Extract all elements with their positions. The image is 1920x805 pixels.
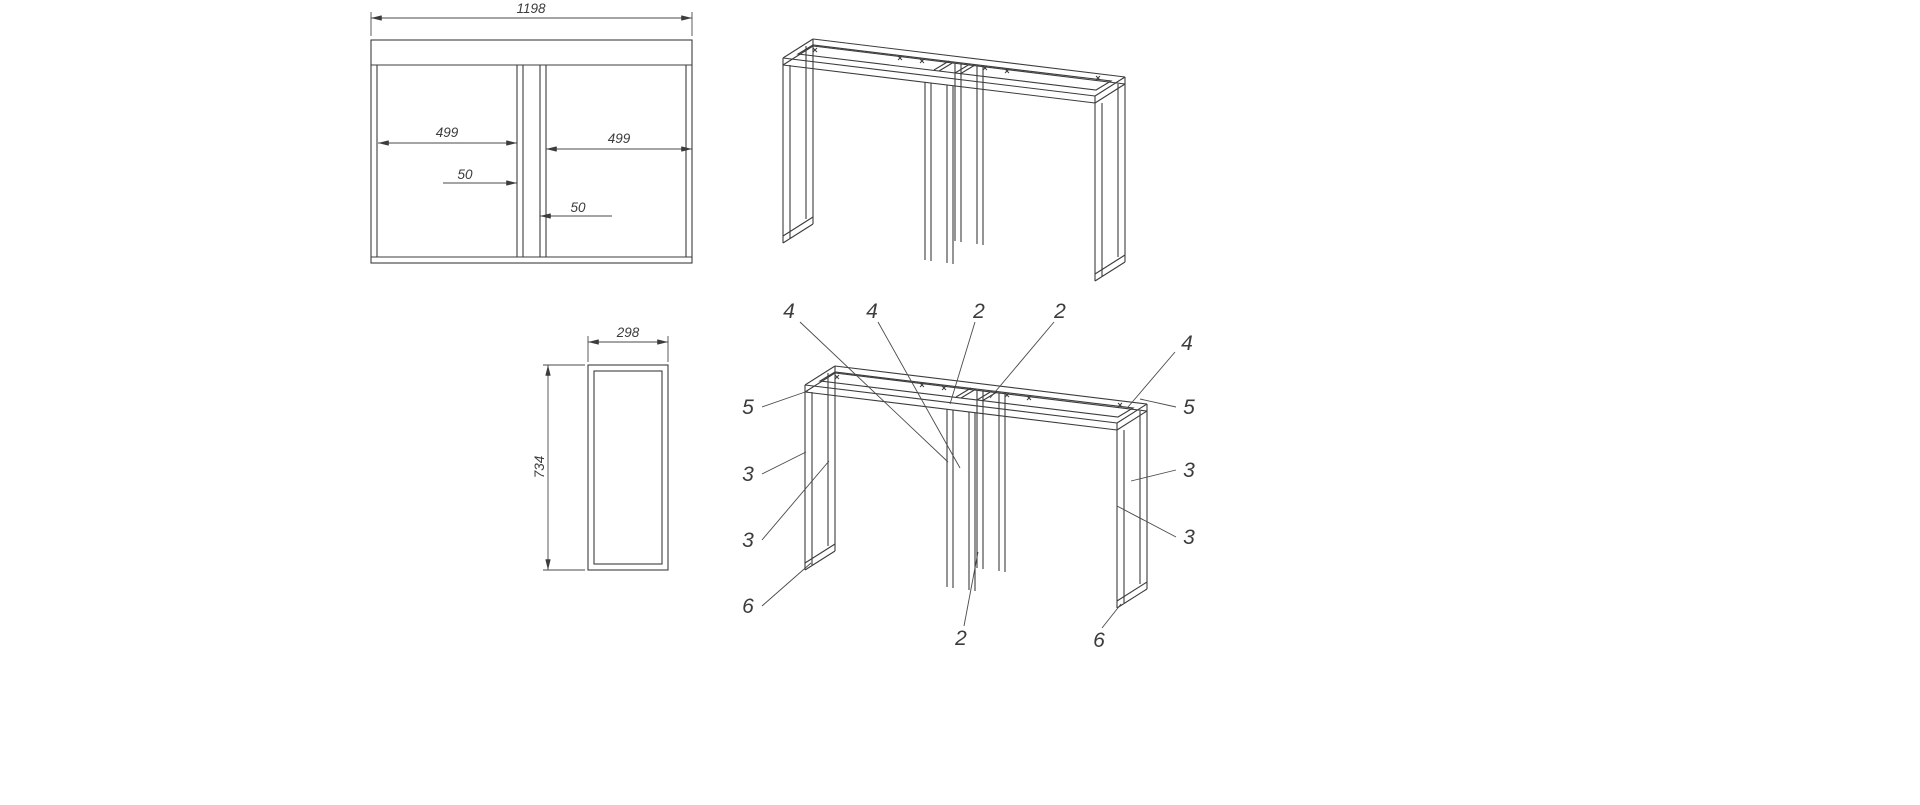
dimension-label-depth: 298 xyxy=(616,325,640,340)
callout-5-corner-left: 5 xyxy=(742,390,809,419)
dimension-label-post-right: 50 xyxy=(570,200,586,215)
callout-4-post-b: 4 xyxy=(866,300,961,469)
callout-4-post-a: 4 xyxy=(783,300,949,463)
dimension-overall-width: 1198 xyxy=(370,1,693,36)
dimension-label-left-span: 499 xyxy=(436,125,459,140)
callout-label-2a: 2 xyxy=(972,300,985,323)
callout-label-5a: 5 xyxy=(742,396,754,419)
iso2-right-end-frame xyxy=(1116,404,1148,609)
front-view-frame-outline xyxy=(370,39,693,264)
callout-label-2c: 2 xyxy=(954,627,967,650)
isometric-view xyxy=(782,38,1126,282)
iso2-screw-marks xyxy=(834,374,1123,408)
callout-2-rail-b: 2 xyxy=(989,300,1066,399)
callout-label-3c: 3 xyxy=(1183,459,1195,482)
callout-2-rail-a: 2 xyxy=(949,300,985,405)
callout-label-2b: 2 xyxy=(1053,300,1066,323)
dimension-left-span: 499 xyxy=(378,125,517,146)
isometric-view-annotated: 4 4 2 2 4 5 5 3 xyxy=(742,300,1195,652)
callout-3-leg-left-back: 3 xyxy=(742,460,830,552)
dimension-depth: 298 xyxy=(587,325,669,362)
callout-3-leg-right-front: 3 xyxy=(1116,505,1195,549)
front-view: 1198 499 499 50 50 xyxy=(370,1,693,264)
callout-2-post-bottom: 2 xyxy=(954,551,979,650)
iso2-left-end-frame xyxy=(804,366,836,571)
dimension-label-height: 734 xyxy=(532,456,547,479)
side-view: 298 734 xyxy=(532,325,669,571)
dimension-post-right: 50 xyxy=(540,200,612,219)
callout-label-5b: 5 xyxy=(1183,396,1195,419)
dimension-label-right-span: 499 xyxy=(608,131,631,146)
dimension-height: 734 xyxy=(532,364,585,571)
iso-left-end-frame xyxy=(782,39,814,244)
iso-right-end-frame xyxy=(1094,77,1126,282)
callout-5-corner-right: 5 xyxy=(1139,396,1195,419)
callout-label-4a: 4 xyxy=(783,300,795,323)
callout-label-3b: 3 xyxy=(742,529,754,552)
callout-4-corner-right: 4 xyxy=(1127,332,1193,408)
callout-6-foot-left: 6 xyxy=(742,562,812,618)
callout-6-foot-right: 6 xyxy=(1093,603,1122,652)
iso-center-posts xyxy=(924,60,984,264)
iso-screw-marks xyxy=(812,47,1101,81)
callout-label-4c: 4 xyxy=(1181,332,1193,355)
iso-top-frame xyxy=(782,38,1126,104)
dimension-post-left: 50 xyxy=(443,167,517,186)
callout-label-4b: 4 xyxy=(866,300,878,323)
iso2-center-posts xyxy=(946,387,1006,591)
callout-label-3a: 3 xyxy=(742,463,754,486)
side-view-frame-outline xyxy=(587,364,669,571)
callout-label-3d: 3 xyxy=(1183,526,1195,549)
iso2-top-frame xyxy=(804,365,1148,431)
dimension-right-span: 499 xyxy=(546,131,692,152)
callout-label-6b: 6 xyxy=(1093,629,1105,652)
callout-label-6a: 6 xyxy=(742,595,754,618)
dimension-label-overall-width: 1198 xyxy=(516,1,546,16)
dimension-label-post-left: 50 xyxy=(457,167,473,182)
callout-3-leg-right-back: 3 xyxy=(1130,459,1195,482)
callout-3-leg-left-front: 3 xyxy=(742,451,807,486)
